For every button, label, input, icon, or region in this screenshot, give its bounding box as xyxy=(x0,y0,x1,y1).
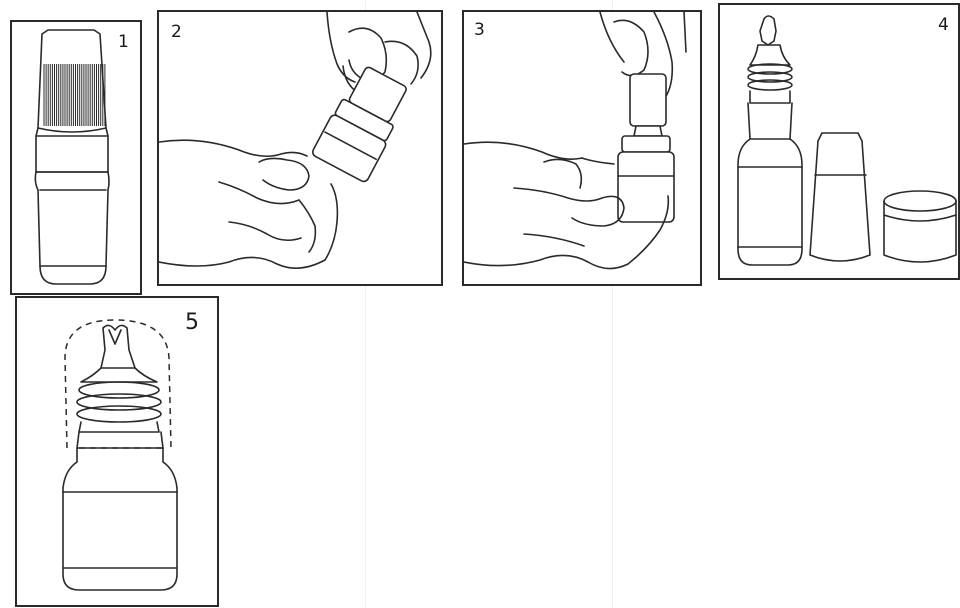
hands-removing-cap-icon xyxy=(464,12,702,286)
dropper-bottle-with-cap-icon xyxy=(12,22,142,295)
step-2-panel: 2 xyxy=(157,10,443,286)
step-3-panel: 3 xyxy=(462,10,702,286)
step-1-panel: 1 xyxy=(10,20,142,295)
hands-twisting-cap-icon xyxy=(159,12,443,286)
step-5-panel: 5 xyxy=(15,296,219,607)
bottle-cap-and-seal-parts-icon xyxy=(720,5,960,280)
dropper-tip-closeup-icon xyxy=(17,298,219,607)
step-4-panel: 4 xyxy=(718,3,960,280)
